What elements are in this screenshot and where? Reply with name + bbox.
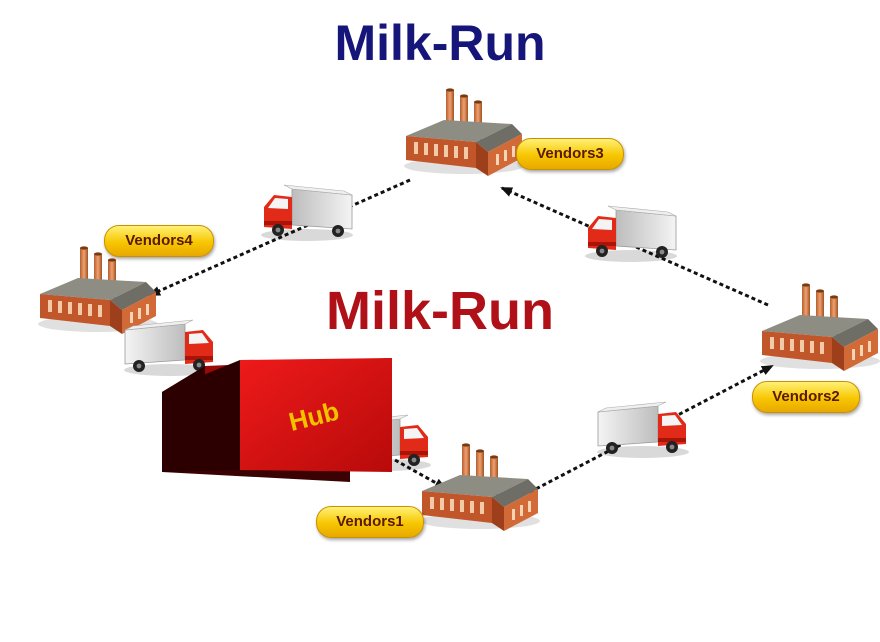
page-title: Milk-Run <box>334 15 546 71</box>
factory-icon <box>420 443 540 531</box>
truck-icon <box>596 401 690 459</box>
vendor-badge-2: Vendors2 <box>752 381 860 413</box>
truck-icon <box>260 184 354 242</box>
factory-icon <box>760 283 880 371</box>
hub-box-icon: Hub <box>162 358 392 482</box>
vendor-badge-3: Vendors3 <box>516 138 624 170</box>
center-title: Milk-Run <box>326 281 554 341</box>
truck-icon <box>584 205 678 263</box>
vendor-badge-4: Vendors4 <box>104 225 214 257</box>
factory-icon <box>38 246 158 334</box>
vendor-badge-1: Vendors1 <box>316 506 424 538</box>
truck-icon <box>123 319 217 377</box>
factory-icon <box>404 88 524 176</box>
